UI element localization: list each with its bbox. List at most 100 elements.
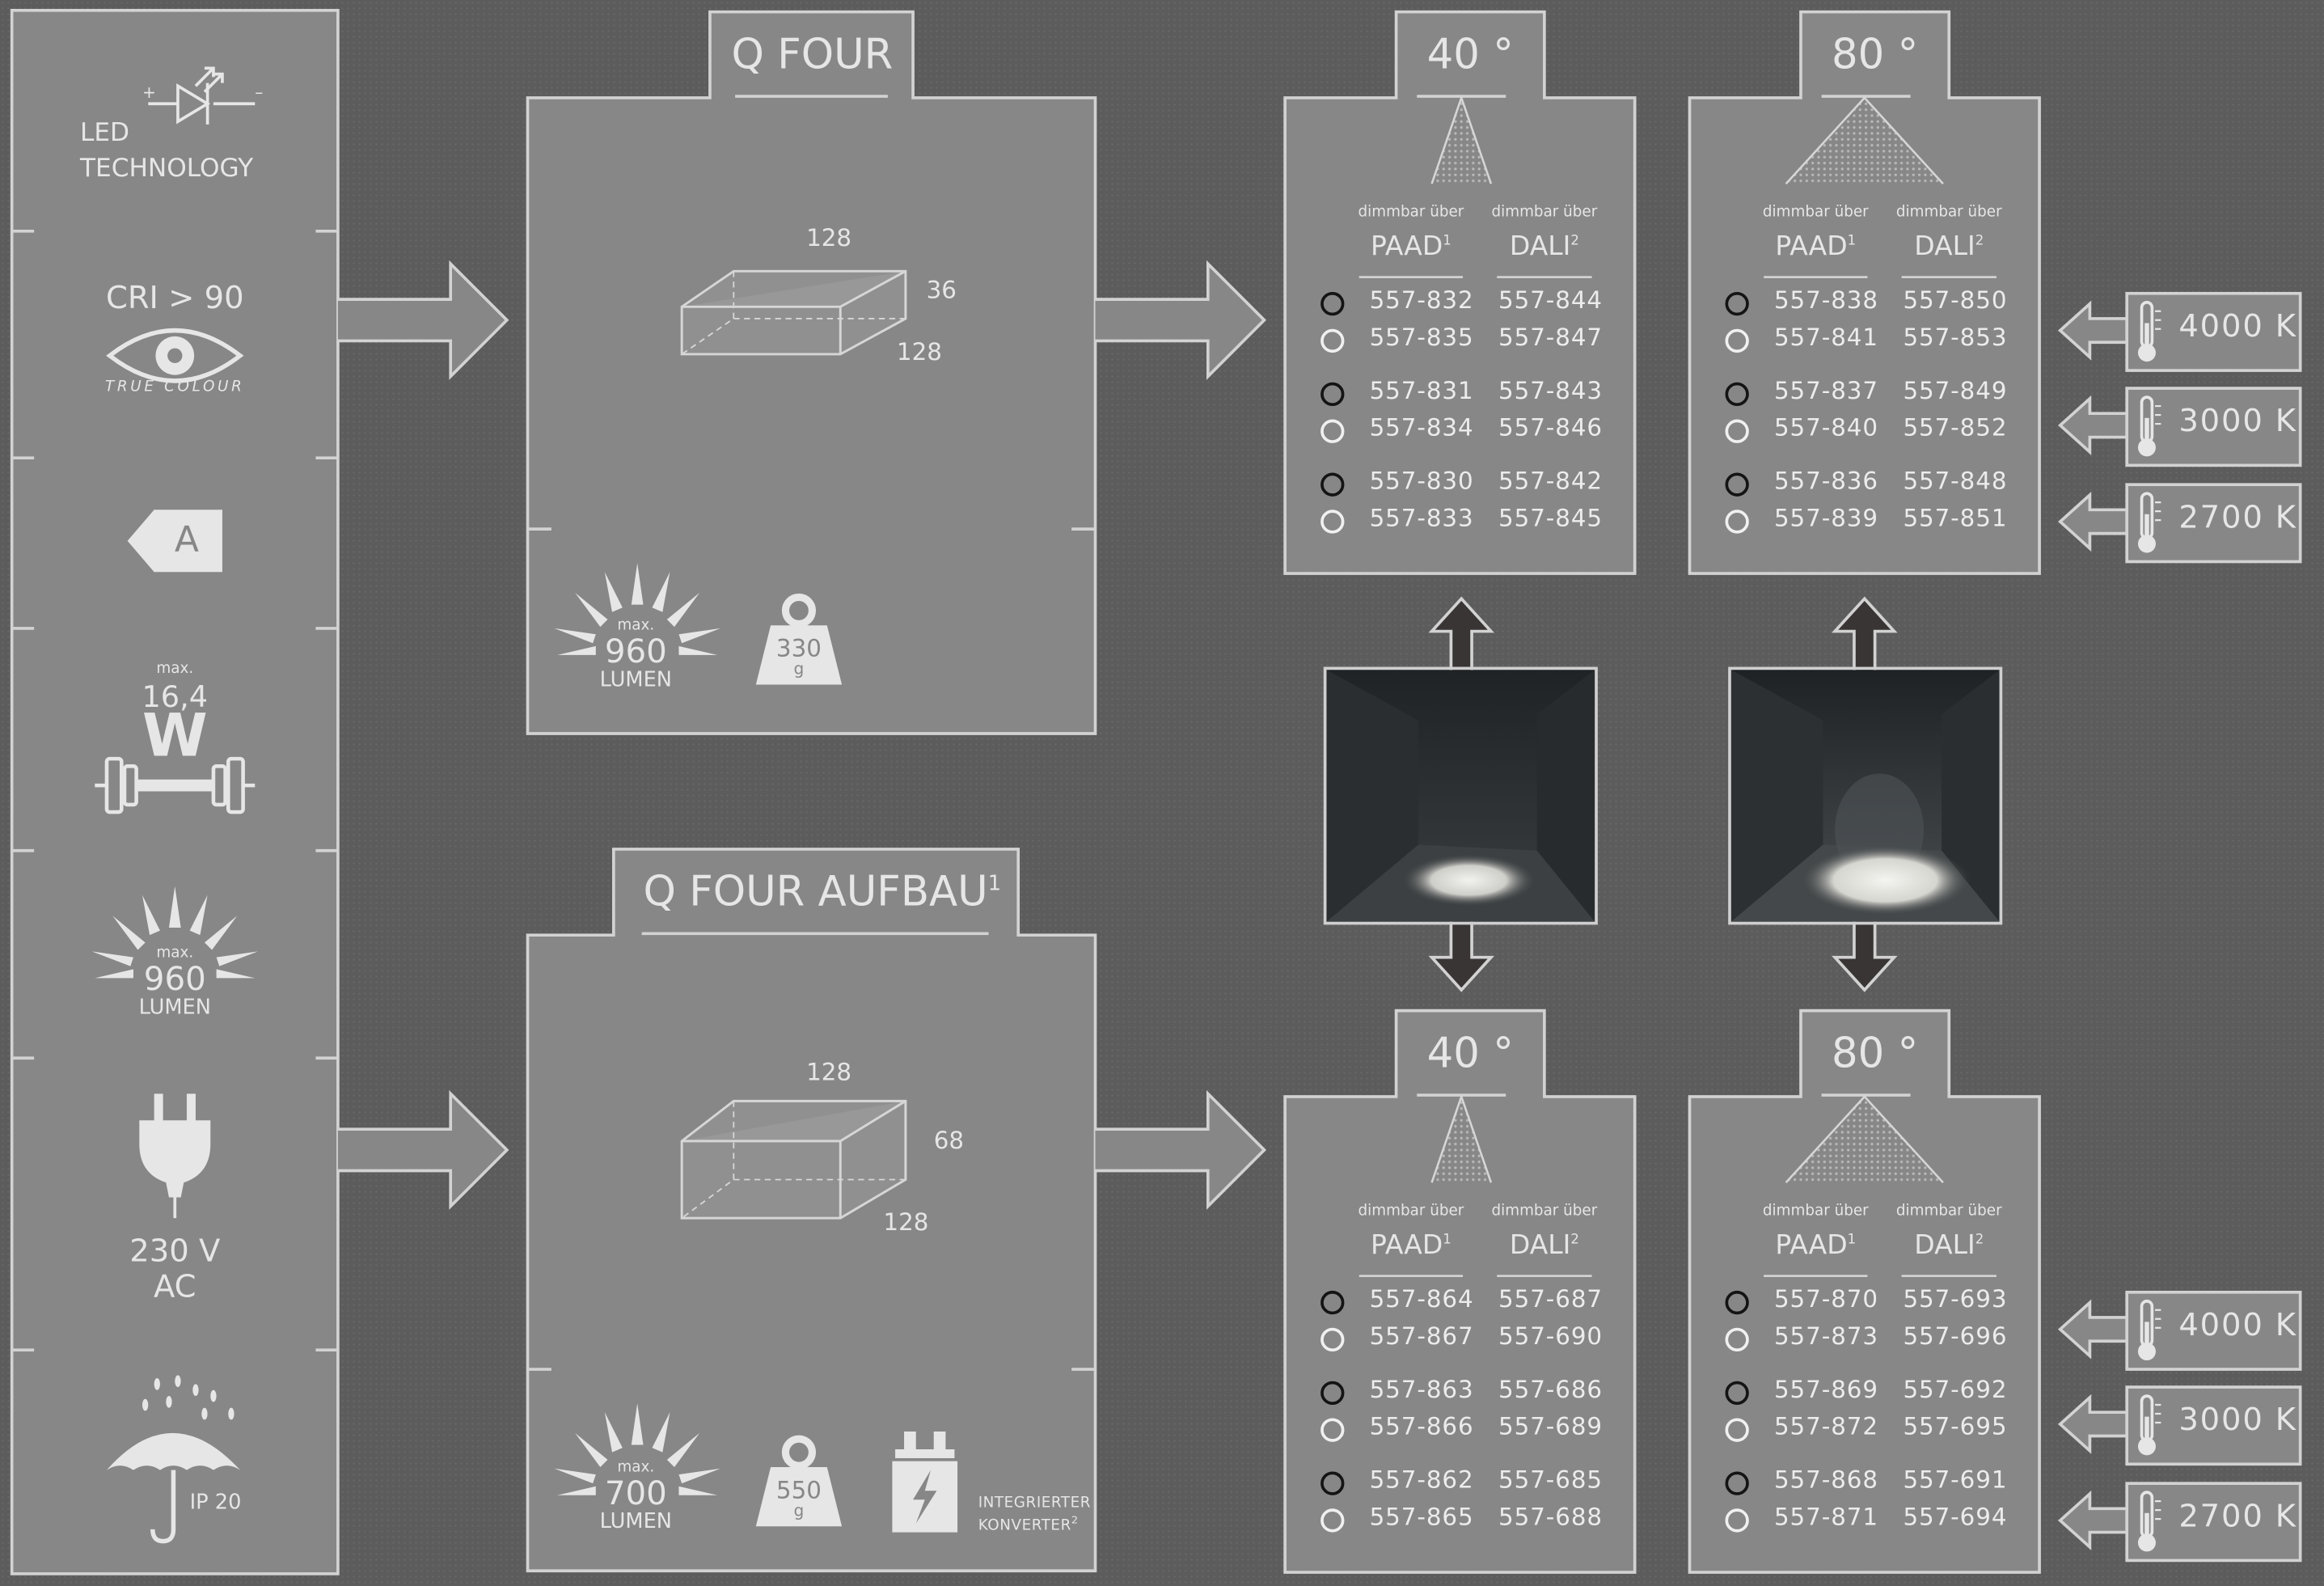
housing-white-dot <box>1320 1418 1345 1442</box>
weight-value: 330 <box>775 634 822 663</box>
article-number-paad: 557-831 <box>1369 376 1474 405</box>
housing-white-dot <box>1725 510 1749 534</box>
dali-footnote: 2 <box>1975 1233 1984 1248</box>
article-number-paad: 557-833 <box>1369 503 1474 532</box>
led-diode-icon: + – <box>142 66 263 125</box>
housing-white-dot <box>1725 1418 1749 1442</box>
article-number-dali: 557-688 <box>1498 1502 1604 1531</box>
article-number-paad: 557-870 <box>1773 1284 1878 1313</box>
lumen-unit: LUMEN <box>599 1510 672 1534</box>
article-number-paad: 557-838 <box>1773 285 1878 315</box>
dali-footnote: 2 <box>1570 234 1579 249</box>
housing-black-dot <box>1320 1471 1345 1495</box>
article-number-paad: 557-863 <box>1369 1375 1474 1404</box>
lumen-value: 960 <box>143 962 206 999</box>
paad-header: PAAD1 <box>1352 1230 1471 1261</box>
qfour-aufbau-dimension-box-icon <box>680 1099 907 1220</box>
room-render-80-image <box>1728 666 2003 925</box>
voltage-label: 230 V <box>129 1233 221 1269</box>
article-number-dali: 557-690 <box>1498 1322 1604 1351</box>
article-number-paad: 557-837 <box>1773 376 1878 405</box>
article-number-dali: 557-853 <box>1903 323 2008 352</box>
article-number-dali: 557-694 <box>1903 1502 2008 1531</box>
housing-black-dot <box>1320 472 1345 497</box>
beam-angle-label: 80 ° <box>1831 29 1919 79</box>
lumen-value: 960 <box>604 634 667 672</box>
dali-label: DALI <box>1914 230 1975 263</box>
housing-white-dot <box>1320 328 1345 353</box>
svg-text:+: + <box>142 82 156 102</box>
housing-white-dot <box>1320 1508 1345 1533</box>
converter-footnote: 2 <box>1071 1514 1079 1527</box>
dali-header: DALI2 <box>1485 231 1604 262</box>
qfour-aufbau-panel-frame <box>526 848 1097 1573</box>
article-number-paad: 557-836 <box>1773 467 1878 495</box>
converter-label-line2-block: KONVERTER2 <box>978 1515 1079 1534</box>
article-number-dali: 557-696 <box>1903 1322 2008 1351</box>
led-label-line1: LED <box>79 118 130 149</box>
arrow-to-qfour <box>337 260 509 380</box>
housing-black-dot <box>1320 382 1345 407</box>
housing-white-dot <box>1725 1327 1749 1352</box>
article-number-dali: 557-852 <box>1903 413 2008 442</box>
plug-icon <box>139 1093 211 1219</box>
dali-footnote: 2 <box>1975 234 1984 249</box>
article-number-dali: 557-844 <box>1498 285 1604 315</box>
article-number-dali: 557-687 <box>1498 1284 1604 1313</box>
energy-class-badge <box>127 510 222 573</box>
dimmable-label-paad: dimmbar über <box>1358 1203 1464 1220</box>
housing-black-dot <box>1725 291 1749 316</box>
cri-label: CRI > 90 <box>105 280 244 316</box>
barbell-icon <box>95 756 256 814</box>
variant-panel-frame <box>1688 1009 2041 1574</box>
color-temp-tag-frame <box>2057 387 2302 467</box>
article-number-paad: 557-872 <box>1773 1412 1878 1440</box>
qfour-panel-frame <box>526 10 1097 735</box>
article-number-paad: 557-830 <box>1369 467 1474 495</box>
true-colour-label: TRUE COLOUR <box>104 379 245 396</box>
converter-label-line2: KONVERTER <box>978 1517 1071 1535</box>
housing-white-dot <box>1725 328 1749 353</box>
dimmable-label-dali: dimmbar über <box>1895 204 2002 222</box>
sun-icon <box>91 886 258 979</box>
color-temp-tag-frame <box>2057 291 2302 372</box>
product-title: Q FOUR AUFBAU <box>643 866 988 916</box>
arrow-to-variants-top <box>1095 260 1267 380</box>
paad-label: PAAD <box>1371 1229 1443 1262</box>
dimmable-label-paad: dimmbar über <box>1358 204 1464 222</box>
housing-black-dot <box>1725 1381 1749 1406</box>
sun-icon <box>554 563 720 655</box>
article-number-paad: 557-862 <box>1369 1465 1474 1494</box>
dim-height: 68 <box>933 1126 965 1155</box>
article-number-paad: 557-865 <box>1369 1502 1474 1531</box>
converter-label-line1: INTEGRIERTER <box>978 1495 1092 1512</box>
article-number-dali: 557-689 <box>1498 1412 1604 1440</box>
paad-header: PAAD1 <box>1352 231 1471 262</box>
weight-unit: g <box>793 1501 805 1520</box>
color-temp-label: 3000 K <box>2178 1402 2297 1438</box>
article-number-dali: 557-842 <box>1498 467 1604 495</box>
dimmable-label-paad: dimmbar über <box>1762 1203 1869 1220</box>
product-title: Q FOUR <box>731 29 894 79</box>
housing-white-dot <box>1320 510 1345 534</box>
article-number-paad: 557-841 <box>1773 323 1878 352</box>
article-number-paad: 557-869 <box>1773 1375 1878 1404</box>
dali-footnote: 2 <box>1570 1233 1579 1248</box>
article-number-dali: 557-848 <box>1903 467 2008 495</box>
weight-icon <box>755 593 843 685</box>
article-number-dali: 557-849 <box>1903 376 2008 405</box>
article-number-paad: 557-867 <box>1369 1322 1474 1351</box>
dimmable-label-paad: dimmbar über <box>1762 204 1869 222</box>
color-temp-label: 3000 K <box>2178 403 2297 439</box>
variant-panel-frame <box>1283 1009 1637 1574</box>
article-number-dali: 557-845 <box>1498 503 1604 532</box>
dali-label: DALI <box>1509 230 1571 263</box>
color-temp-label: 2700 K <box>2178 499 2297 535</box>
dim-height: 36 <box>926 275 957 304</box>
dali-header: DALI2 <box>1890 1230 2009 1261</box>
product-title-block: Q FOUR AUFBAU1 <box>643 867 1001 916</box>
article-number-dali: 557-847 <box>1498 323 1604 352</box>
article-number-paad: 557-873 <box>1773 1322 1878 1351</box>
article-number-dali: 557-695 <box>1903 1412 2008 1440</box>
lumen-unit: LUMEN <box>599 668 672 692</box>
